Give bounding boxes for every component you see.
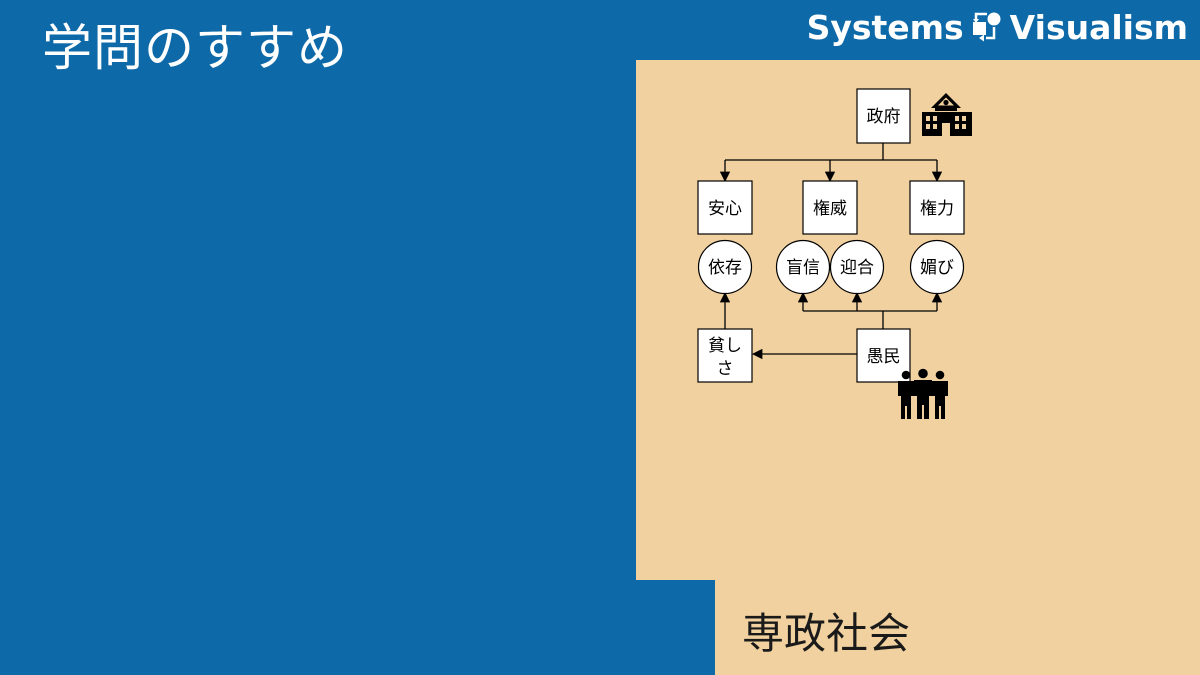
box-ignorant-people-label: 愚民 — [867, 347, 901, 367]
brand-name-left: Systems — [806, 7, 964, 47]
people-group-icon — [898, 368, 948, 419]
circle-dependence-label: 依存 — [708, 258, 742, 278]
circle-flattery: 媚び — [909, 239, 965, 295]
brand-name-right: Visualism — [1009, 7, 1188, 47]
box-security-label: 安心 — [708, 199, 742, 219]
content-panel — [636, 60, 1200, 580]
circle-dependence: 依存 — [697, 239, 753, 295]
box-authority: 権威 — [802, 180, 858, 235]
circle-blind-faith-label: 盲信 — [786, 258, 820, 278]
box-poverty-label-line1: 貧し — [708, 336, 742, 356]
systems-logo-icon — [972, 12, 1001, 42]
box-power: 権力 — [909, 180, 965, 235]
box-power-label: 権力 — [920, 199, 954, 219]
connectors — [719, 143, 943, 360]
page-title: 学問のすすめ — [42, 19, 348, 77]
box-government: 政府 — [856, 88, 911, 144]
circle-blind-faith: 盲信 — [775, 239, 831, 295]
content-panel-tab — [715, 578, 1200, 675]
box-ignorant-people: 愚民 — [856, 328, 911, 383]
box-security: 安心 — [697, 180, 753, 235]
section-label: 専政社会 — [742, 609, 911, 658]
circle-pandering-label: 迎合 — [840, 258, 874, 278]
box-poverty: 貧し さ — [697, 328, 753, 383]
brand-logo: Systems Visualism — [807, 4, 1188, 50]
box-authority-label: 権威 — [813, 199, 847, 219]
box-poverty-label-line2: さ — [717, 359, 734, 379]
circle-pandering: 迎合 — [829, 239, 885, 295]
circle-flattery-label: 媚び — [920, 258, 954, 278]
box-government-label: 政府 — [867, 107, 901, 127]
school-building-icon — [922, 93, 972, 136]
